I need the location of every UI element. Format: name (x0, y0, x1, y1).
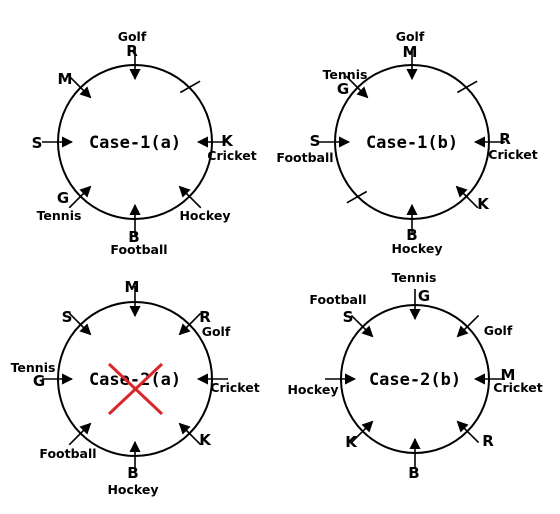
person-letter: R (499, 130, 511, 148)
seat-arrow (350, 314, 374, 338)
sport-label: Tennis (11, 360, 56, 375)
seat-arrow (68, 422, 92, 446)
person-letter: K (477, 195, 490, 213)
person-letter: R (482, 432, 494, 450)
rejected-cross (107, 362, 164, 416)
person-letter: S (310, 132, 321, 150)
person-letter: G (57, 189, 69, 207)
person-letter: B (406, 226, 417, 244)
sport-label: Cricket (488, 147, 537, 162)
sport-label: Hockey (391, 241, 442, 256)
seat-arrow (456, 314, 480, 338)
case-title: Case-1(b) (366, 133, 458, 153)
seat-arrow (456, 420, 480, 444)
sport-label: Football (309, 292, 366, 307)
person-letter: R (199, 308, 211, 326)
person-letter: G (33, 372, 45, 390)
sport-label: Cricket (210, 380, 259, 395)
case-title: Case-1(a) (89, 133, 181, 153)
empty-seat-mark (179, 80, 201, 94)
person-letter: K (345, 433, 358, 451)
person-letter: S (62, 308, 73, 326)
person-letter: S (343, 308, 354, 326)
sport-label: Football (39, 446, 96, 461)
person-letter: G (337, 80, 349, 98)
sport-label: Hockey (107, 482, 158, 497)
person-letter: M (403, 43, 418, 61)
person-letter: B (127, 464, 138, 482)
case-title: Case-2(b) (369, 370, 461, 390)
sport-label: Tennis (392, 270, 437, 285)
seat-arrow (68, 185, 92, 209)
person-letter: S (32, 134, 43, 152)
empty-seat-mark (456, 80, 478, 94)
person-letter: B (128, 228, 139, 246)
empty-seat-mark (346, 190, 368, 204)
sport-label: Football (110, 242, 167, 257)
seat-arrow (178, 312, 202, 336)
sport-label: Hockey (287, 382, 338, 397)
seat-arrow (178, 422, 202, 446)
sport-label: Golf (396, 29, 425, 44)
sport-label: Cricket (493, 380, 542, 395)
sport-label: Football (276, 150, 333, 165)
person-letter: K (221, 132, 234, 150)
person-letter: R (126, 42, 138, 60)
sport-label: Golf (118, 29, 147, 44)
seat-arrow (68, 312, 92, 336)
seat-arrow (455, 185, 479, 209)
sport-label: Tennis (323, 67, 368, 82)
seat-arrow (350, 420, 374, 444)
seat-arrow (68, 75, 92, 99)
person-letter: K (199, 431, 212, 449)
person-letter: B (408, 464, 419, 482)
seat-arrow (345, 75, 369, 99)
sport-label: Hockey (179, 208, 230, 223)
sport-label: Golf (202, 324, 231, 339)
sport-label: Tennis (37, 208, 82, 223)
person-letter: M (501, 366, 516, 384)
person-letter: M (58, 70, 73, 88)
person-letter: M (125, 278, 140, 296)
person-letter: G (418, 287, 430, 305)
case-title: Case-2(a) (89, 370, 181, 390)
seat-arrow (178, 185, 202, 209)
sport-label: Golf (484, 323, 513, 338)
sport-label: Cricket (207, 148, 256, 163)
